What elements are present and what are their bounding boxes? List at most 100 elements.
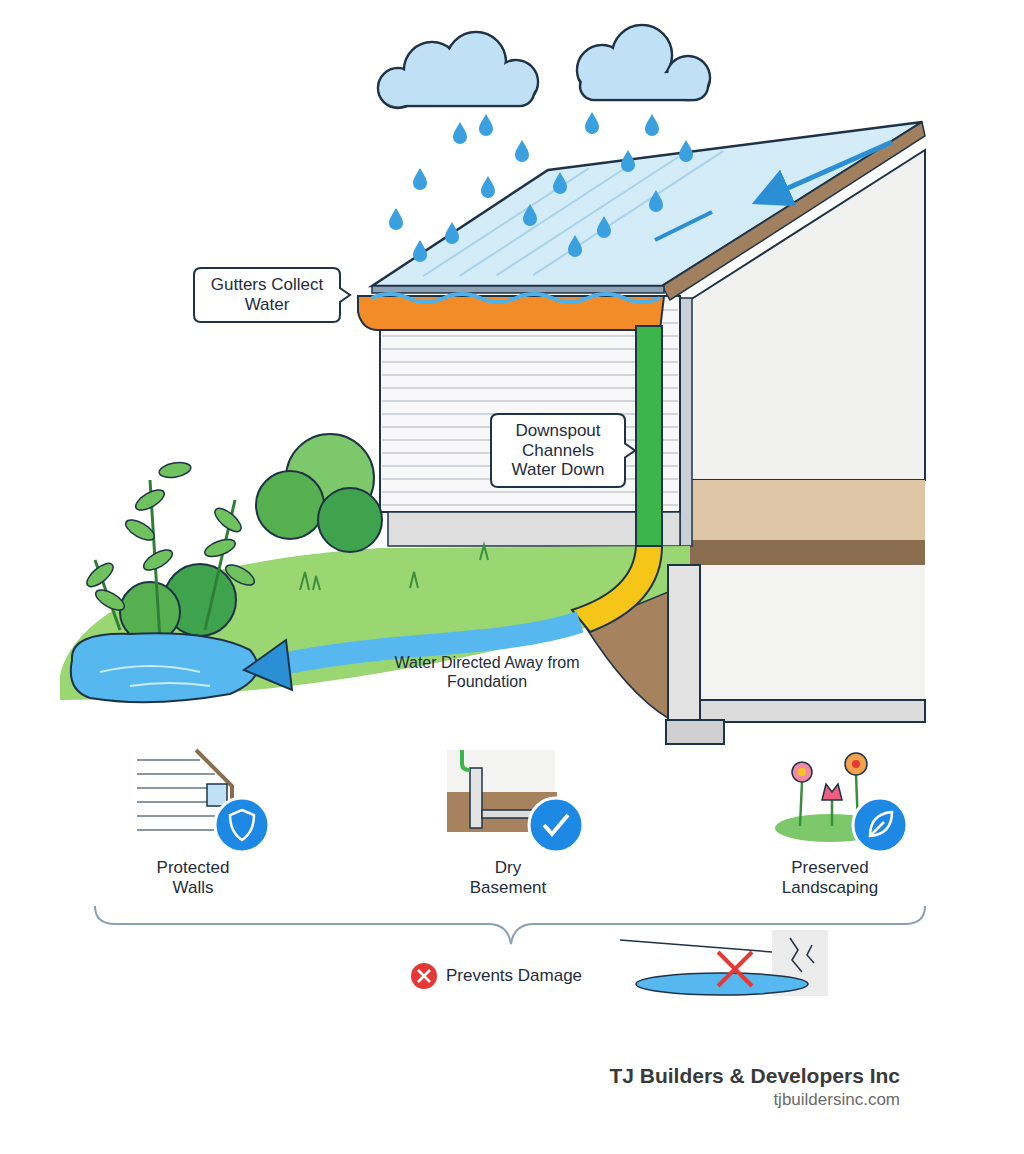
- bushes: [158, 460, 192, 479]
- rain-drops: [389, 112, 693, 262]
- bushes: [123, 516, 158, 544]
- bushes: [256, 471, 324, 539]
- rain-drops: [479, 114, 493, 136]
- roof: [662, 122, 925, 300]
- cloud-fill: [582, 74, 706, 99]
- bushes: [83, 460, 257, 614]
- rain-drops: [679, 140, 693, 162]
- roof: [497, 157, 679, 276]
- damage-icon: [790, 938, 814, 972]
- basement-section: [668, 565, 700, 720]
- basement-icon: [470, 768, 482, 828]
- walls-icon: [230, 810, 254, 840]
- rain-drops: [453, 122, 467, 144]
- roof: [423, 151, 724, 276]
- rain-drops: [413, 240, 427, 262]
- company-name: TJ Builders & Developers Inc: [609, 1064, 900, 1089]
- landscaping-icon: [845, 753, 867, 775]
- bushes: [83, 434, 382, 642]
- benefit-label: Protected Walls: [141, 858, 245, 898]
- siding-wall: [382, 400, 678, 402]
- siding-wall: [382, 387, 678, 389]
- downspout: [572, 546, 662, 632]
- bushes: [141, 546, 176, 574]
- basement-section: [666, 720, 724, 744]
- callout-text: Downspout Channels Water Down: [502, 421, 614, 480]
- landscaping-icon: [800, 774, 858, 826]
- basement-section: [700, 565, 925, 700]
- bushes: [83, 559, 117, 590]
- damage-icon: [718, 952, 752, 986]
- side-wall: [680, 298, 692, 546]
- callout-outline: [194, 268, 350, 322]
- roof: [655, 212, 712, 240]
- rain-drops: [413, 168, 427, 190]
- callout-box: Downspout Channels Water Down: [490, 413, 626, 488]
- bushes: [223, 561, 258, 589]
- siding-wall: [382, 335, 678, 337]
- bushes: [318, 488, 382, 552]
- siding-wall: [382, 374, 678, 376]
- gutter: [358, 294, 664, 330]
- basement-section: [700, 700, 925, 722]
- cloud: [378, 25, 710, 108]
- rain-drops: [568, 235, 582, 257]
- side-wall: [690, 540, 925, 565]
- roof: [533, 151, 723, 275]
- walls-icon: [137, 750, 269, 852]
- siding-wall: [382, 491, 678, 493]
- damage-icon: [411, 963, 437, 989]
- rain-drops: [515, 140, 529, 162]
- landscaping-icon: [792, 762, 812, 782]
- walls-icon: [207, 784, 227, 806]
- roof: [423, 168, 589, 276]
- bushes: [95, 480, 235, 640]
- callout-box: Gutters Collect Water: [193, 267, 341, 323]
- company-url: tjbuildersinc.com: [773, 1090, 900, 1110]
- lawn: [300, 545, 488, 590]
- rain-drops: [649, 190, 663, 212]
- callout-outline: [491, 414, 635, 487]
- rain-drops: [597, 216, 611, 238]
- walls-icon: [215, 798, 269, 852]
- bushes: [203, 536, 238, 560]
- landscaping-icon: [870, 812, 892, 836]
- water-flow: [100, 666, 210, 686]
- rain-drops: [553, 172, 567, 194]
- walls-icon: [137, 760, 215, 830]
- basement-section: [666, 565, 925, 744]
- damage-icon: [411, 930, 828, 996]
- basement-icon: [462, 750, 470, 770]
- basement-icon: [544, 815, 568, 834]
- basement-icon: [447, 750, 583, 852]
- landscaping-icon: [852, 760, 860, 768]
- side-wall: [690, 480, 925, 540]
- benefit-label: Prevents Damage: [446, 966, 582, 986]
- benefit-label: Preserved Landscaping: [768, 858, 892, 898]
- roof: [460, 162, 634, 275]
- landscaping-icon: [853, 798, 907, 852]
- landscaping-icon: [798, 768, 806, 776]
- water-flow: [244, 640, 292, 690]
- rain-drops: [645, 114, 659, 136]
- siding-wall: [382, 310, 678, 505]
- flow-label: Water Directed Away from Foundation: [387, 654, 587, 692]
- rain-drops: [389, 208, 403, 230]
- callout-text: Gutters Collect Water: [207, 275, 327, 314]
- landscaping-icon: [822, 784, 842, 800]
- roof: [770, 142, 892, 196]
- roof: [372, 122, 925, 300]
- benefit-label: Dry Basement: [456, 858, 560, 898]
- bushes: [133, 486, 168, 514]
- cloud-fill: [386, 80, 532, 105]
- roof: [372, 122, 922, 286]
- bushes: [93, 586, 128, 614]
- rain-drops: [445, 222, 459, 244]
- basement-icon: [529, 798, 583, 852]
- siding-wall: [382, 361, 678, 363]
- rain-drops: [621, 150, 635, 172]
- siding-wall: [382, 348, 678, 350]
- bushes: [211, 504, 245, 535]
- gutter: [372, 294, 660, 302]
